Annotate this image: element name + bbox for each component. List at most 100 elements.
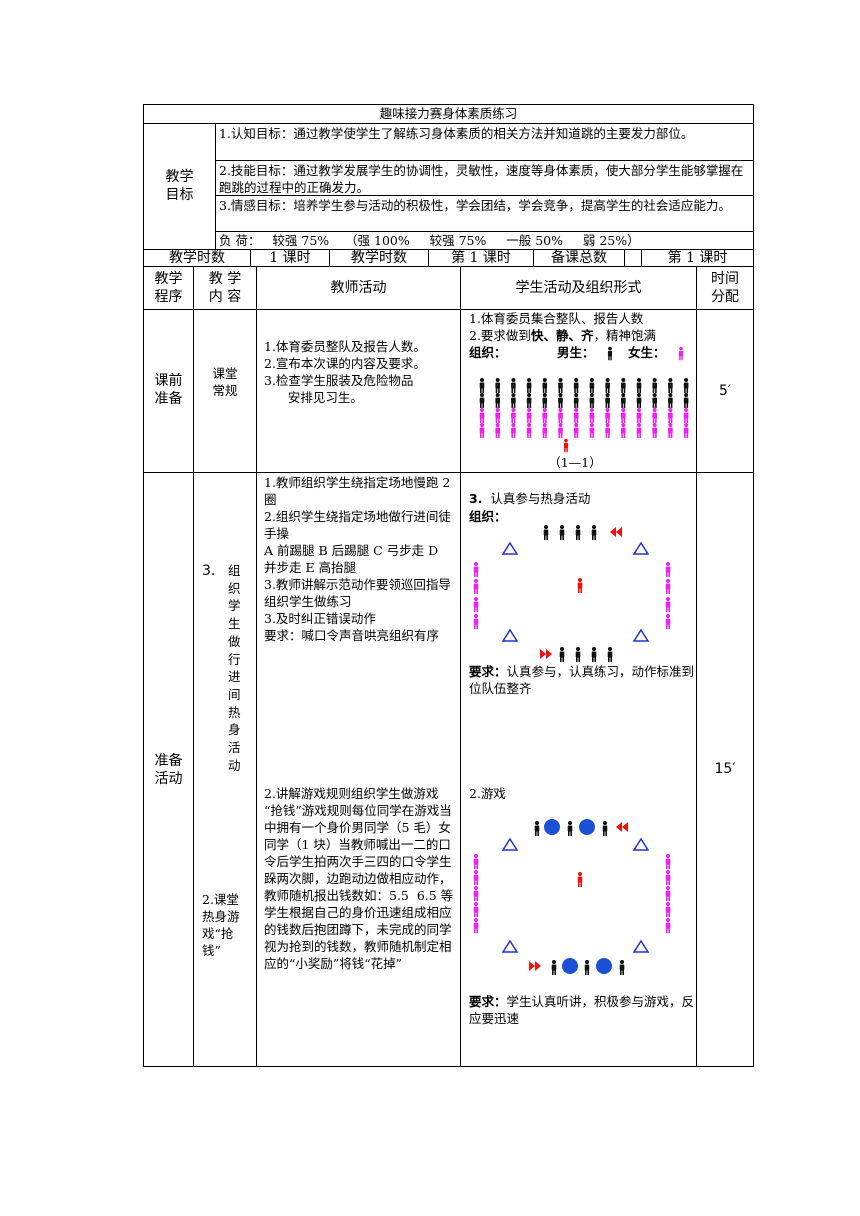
- female-student-icon: [473, 579, 479, 594]
- female-student-icon: [573, 423, 579, 438]
- female-student-icon: [473, 918, 479, 933]
- teacher-icon: [577, 578, 583, 593]
- male-student-icon: [652, 378, 657, 393]
- female-student-icon: [511, 423, 516, 438]
- female-student-icon: [473, 902, 479, 917]
- female-student-icon: [636, 423, 642, 438]
- hours-value-2: 第 1 课时: [451, 250, 511, 266]
- header-time: 时间 分配: [711, 271, 739, 305]
- ball-icon: [562, 958, 578, 974]
- content-game: 2.课堂 热身游 戏“抢 钱”: [202, 892, 240, 958]
- female-student-icon: [495, 408, 500, 423]
- time-prep: 5′: [718, 383, 732, 399]
- student-warmup-title: 3. 认真参与热身活动: [469, 491, 591, 506]
- male-icon: [607, 346, 613, 361]
- header-content: 教 学 内 容: [208, 271, 242, 305]
- hours-value-3: 第 1 课时: [667, 250, 728, 266]
- female-student-icon: [473, 870, 479, 885]
- female-icon: [678, 346, 684, 361]
- female-student-icon: [526, 408, 532, 423]
- female-student-icon: [605, 423, 610, 438]
- male-student-icon: [636, 393, 642, 408]
- male-student-icon: [551, 960, 557, 975]
- male-student-icon: [495, 378, 500, 393]
- female-student-icon: [495, 423, 500, 438]
- ball-icon: [544, 819, 560, 835]
- female-student-icon: [652, 408, 657, 423]
- double-arrow-right-icon: [540, 649, 552, 659]
- objectives-label: 教学 目标: [165, 169, 194, 203]
- hours-value-1: 1 课时: [269, 250, 311, 266]
- male-student-icon: [602, 821, 608, 836]
- male-student-icon: [558, 378, 563, 393]
- header-teacher: 教师活动: [330, 280, 387, 296]
- female-student-icon: [665, 870, 671, 885]
- female-student-icon: [542, 423, 548, 438]
- content-warmup: 组 织 学 生 做 行 进 间 热 身 活 动: [228, 563, 241, 773]
- female-student-icon: [473, 886, 479, 901]
- female-student-icon: [665, 918, 671, 933]
- cone-icon: [632, 628, 650, 642]
- male-student-icon: [683, 378, 689, 393]
- cone-icon: [632, 837, 650, 851]
- male-student-icon: [621, 393, 626, 408]
- male-student-icon: [495, 393, 500, 408]
- org-label-2: 组织：: [469, 509, 507, 524]
- female-student-icon: [558, 408, 563, 423]
- teacher-activity-warmup: 1.教师组织学生绕指定场地慢跑 2 圈 2.组织学生绕指定场地做行进间徒手操 A…: [264, 475, 451, 643]
- male-student-icon: [534, 821, 540, 836]
- teacher-icon: [563, 438, 569, 453]
- student-warmup-req: 要求：认真参与，认真练习，动作标准到位队伍整齐: [469, 664, 695, 696]
- female-student-icon: [526, 423, 532, 438]
- time-warmup: 15′: [714, 761, 736, 777]
- female-student-icon: [683, 423, 689, 438]
- objective-skill: 2.技能目标：通过教学发展学生的协调性，灵敏性，速度等身体素质，使大部分学生能够…: [219, 163, 744, 195]
- male-student-icon: [543, 525, 549, 540]
- female-student-icon: [511, 408, 516, 423]
- cone-icon: [501, 837, 519, 851]
- male-student-icon: [526, 393, 532, 408]
- lesson-title: 趣味接力赛身体素质练习: [379, 106, 518, 121]
- female-student-icon: [589, 423, 595, 438]
- teacher-activity-1: 1.体育委员整队及报告人数。 2.宣布本次课的内容及要求。 3.检查学生服装及危…: [264, 339, 426, 405]
- content-warmup-num: 3.: [202, 563, 216, 579]
- male-student-icon: [652, 393, 657, 408]
- program-warmup: 准备 活动: [154, 753, 183, 787]
- objective-cognitive: 1.认知目标：通过教学使学生了解练习身体素质的相关方法并知道跳的主要发力部位。: [219, 126, 694, 141]
- student-game-req: 要求：学生认真听讲，积极参与游戏，反应要迅速: [469, 994, 695, 1026]
- female-student-icon: [665, 562, 671, 577]
- load-line: 负 荷： 较强 75% （强 100% 较强 75% 一般 50% 弱 25%）: [219, 233, 640, 248]
- cone-icon: [501, 939, 519, 953]
- male-student-icon: [605, 393, 610, 408]
- header-program: 教学 程序: [154, 271, 183, 305]
- cone-icon: [501, 628, 519, 642]
- female-student-icon: [473, 614, 479, 629]
- hours-label-3: 备课总数: [551, 250, 607, 266]
- header-student: 学生活动及组织形式: [515, 280, 642, 296]
- warmup-formation-diagram: [473, 525, 671, 662]
- double-arrow-left-icon: [610, 527, 622, 537]
- game-formation-diagram: [473, 819, 671, 975]
- male-student-icon: [589, 378, 595, 393]
- objective-emotion: 3.情感目标：培养学生参与活动的积极性，学会团结，学会竞争，提高学生的社会适应能…: [219, 198, 731, 213]
- male-student-icon: [479, 393, 485, 408]
- male-label: 男生：: [557, 345, 595, 360]
- female-student-icon: [665, 614, 671, 629]
- female-label: 女生：: [628, 345, 666, 360]
- female-student-icon: [621, 423, 626, 438]
- male-student-icon: [591, 647, 597, 662]
- male-student-icon: [591, 525, 597, 540]
- female-student-icon: [665, 579, 671, 594]
- male-student-icon: [479, 378, 485, 393]
- double-arrow-left-icon: [616, 822, 628, 832]
- male-student-icon: [573, 393, 579, 408]
- female-student-icon: [665, 886, 671, 901]
- female-student-icon: [683, 408, 689, 423]
- female-student-icon: [573, 408, 579, 423]
- female-student-icon: [668, 423, 673, 438]
- male-student-icon: [573, 378, 579, 393]
- male-student-icon: [636, 378, 642, 393]
- program-prep: 课前 准备: [154, 373, 183, 407]
- male-student-icon: [668, 378, 673, 393]
- female-student-icon: [605, 408, 610, 423]
